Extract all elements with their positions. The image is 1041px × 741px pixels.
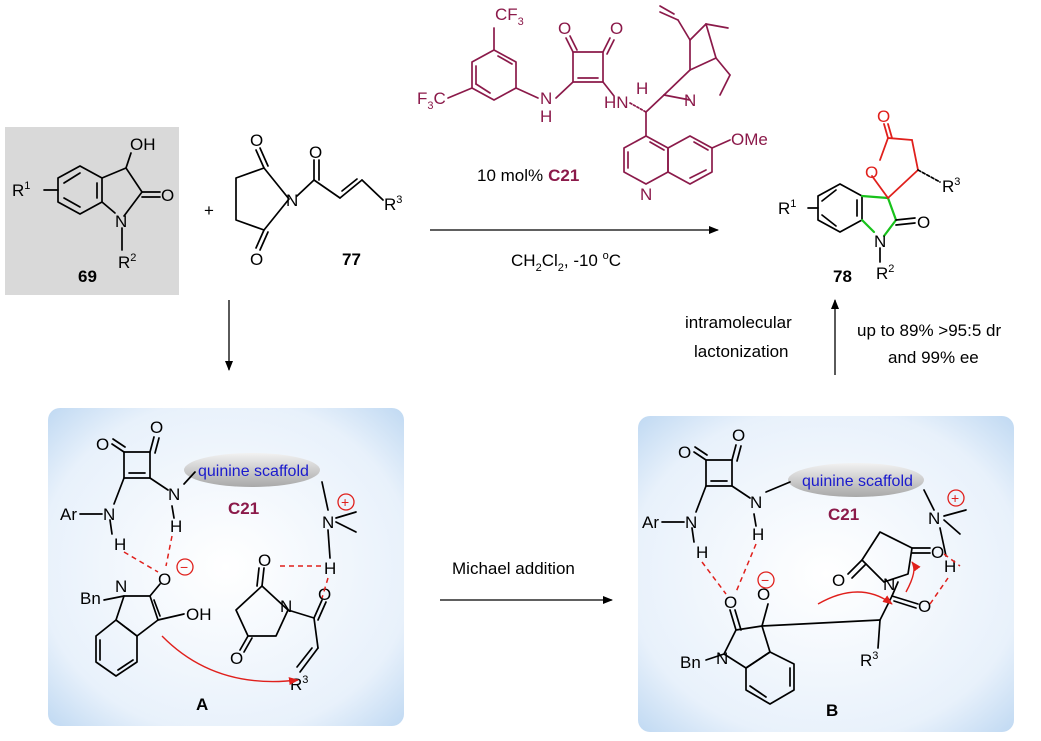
- compound-78: O O O N R3 R1 R2 78: [778, 107, 960, 286]
- compound-77: O O N O R3 77: [235, 131, 402, 269]
- squaramide-o-right: O: [610, 19, 623, 38]
- ts-a-imide-o-top: O: [258, 551, 271, 570]
- acyl-o-label: O: [309, 143, 322, 162]
- ts-a-imide-o-bottom: O: [230, 649, 243, 668]
- ts-a-catalyst-label: C21: [228, 499, 259, 518]
- ts-a-o-left: O: [96, 435, 109, 454]
- lactonization-text-2: lactonization: [694, 342, 789, 361]
- ts-b-imide-o-left: O: [832, 571, 845, 590]
- imide-o-bottom: O: [250, 250, 263, 269]
- hydroxyl-label: OH: [130, 135, 156, 154]
- compound-69-number: 69: [78, 267, 97, 286]
- transition-state-b: quinine scaffold C21 O O N N Ar H H O O: [638, 416, 1014, 732]
- ts-a-oh: OH: [186, 605, 212, 624]
- squaramide-o-left: O: [558, 19, 571, 38]
- ts-a-ammonium-n: N: [322, 513, 334, 532]
- ts-a-enolate-o: O: [158, 570, 171, 589]
- solvent-temperature: CH2Cl2, -10 oC: [511, 250, 621, 274]
- imide-n-label: N: [286, 191, 298, 210]
- compound-78-number: 78: [833, 267, 852, 286]
- quinuclidine-n-label: N: [684, 91, 696, 110]
- ts-a-minus: −: [180, 559, 188, 575]
- ts-a-n-right: N: [168, 485, 180, 504]
- ts-a-imide-n: N: [280, 597, 292, 616]
- lactone-carbonyl-o: O: [877, 107, 890, 126]
- oxindole-carbonyl-o: O: [917, 213, 930, 232]
- f3c-label: F3C: [417, 89, 446, 112]
- ts-b-catalyst-label: C21: [828, 505, 859, 524]
- ts-b-indole-n: N: [716, 649, 728, 668]
- ts-b-ammonium-h: H: [944, 557, 956, 576]
- ts-b-h-right: H: [752, 525, 764, 544]
- product-r3: R3: [942, 176, 960, 196]
- ts-b-label: B: [826, 701, 838, 720]
- ts-b-imide-n: N: [883, 575, 895, 594]
- ts-b-plus: +: [951, 490, 959, 506]
- ts-b-ammonium-n: N: [928, 509, 940, 528]
- catalyst-c21: CF3 F3C N H O O HN H N N OMe: [417, 5, 768, 204]
- cf3-label: CF3: [495, 5, 524, 28]
- ts-b-o-right: O: [732, 426, 745, 445]
- ts-b-acyl-o: O: [918, 597, 931, 616]
- ts-a-ammonium-h: H: [324, 559, 336, 578]
- michael-addition-text: Michael addition: [452, 559, 575, 578]
- ts-a-o-right: O: [150, 418, 163, 437]
- imide-o-top: O: [250, 131, 263, 150]
- compound-69: OH O N R1 R2 69: [5, 127, 179, 295]
- r3-label: R3: [384, 194, 402, 214]
- ts-a-bn: Bn: [80, 589, 101, 608]
- squaramide-nh-label: N: [540, 89, 552, 108]
- ts-a-label: A: [196, 695, 208, 714]
- ts-b-alkoxide-o: O: [757, 585, 770, 604]
- lactone-ring-o: O: [865, 163, 878, 182]
- ts-b-box: [638, 416, 1014, 732]
- squaramide-nh-h: H: [540, 107, 552, 126]
- ts-a-plus: +: [341, 494, 349, 510]
- catalyst-loading: 10 mol%C21: [477, 166, 579, 185]
- methoxy-label: OMe: [731, 130, 768, 149]
- ts-b-scaffold-ellipse: [788, 463, 924, 497]
- ts-b-n-left: N: [685, 513, 697, 532]
- ts-b-h-left: H: [696, 543, 708, 562]
- ts-b-n-right: N: [750, 493, 762, 512]
- results-line-1: up to 89% >95:5 dr: [857, 321, 1001, 340]
- quinoline-n-label: N: [640, 185, 652, 204]
- ts-b-scaffold-label: quinine scaffold: [802, 473, 913, 490]
- amide-n-label: N: [115, 212, 127, 231]
- ts-a-indole-n: N: [115, 577, 127, 596]
- ts-b-minus: −: [761, 572, 769, 588]
- ts-b-amide-o: O: [724, 593, 737, 612]
- ts-a-scaffold-ellipse: [184, 453, 320, 487]
- ts-a-acyl-o: O: [318, 585, 331, 604]
- ts-a-h-left: H: [114, 535, 126, 554]
- ts-a-n-left: N: [103, 505, 115, 524]
- transition-state-a: quinine scaffold C21 O O N N Ar H H O − …: [48, 408, 404, 726]
- product-r2: R2: [876, 263, 894, 283]
- stereo-h-label: H: [636, 79, 648, 98]
- r2-label: R2: [118, 252, 136, 272]
- squaramide-hn-label: HN: [604, 93, 629, 112]
- ts-b-o-left: O: [678, 443, 691, 462]
- ts-b-ar: Ar: [642, 513, 659, 532]
- ts-a-h-right: H: [170, 517, 182, 536]
- oxindole-n: N: [874, 232, 886, 251]
- product-r1: R1: [778, 198, 796, 218]
- results-line-2: and 99% ee: [888, 348, 979, 367]
- substrate-highlight-box: [5, 127, 179, 295]
- ts-a-ar: Ar: [60, 505, 77, 524]
- carbonyl-o-label: O: [161, 186, 174, 205]
- ts-b-bn: Bn: [680, 653, 701, 672]
- ts-a-scaffold-label: quinine scaffold: [198, 463, 309, 480]
- lactonization-text-1: intramolecular: [685, 313, 792, 332]
- r1-label: R1: [12, 180, 30, 200]
- plus-sign: +: [204, 201, 214, 220]
- ts-b-r3: R3: [860, 650, 878, 670]
- ts-b-imide-o-right: O: [931, 543, 944, 562]
- compound-77-number: 77: [342, 250, 361, 269]
